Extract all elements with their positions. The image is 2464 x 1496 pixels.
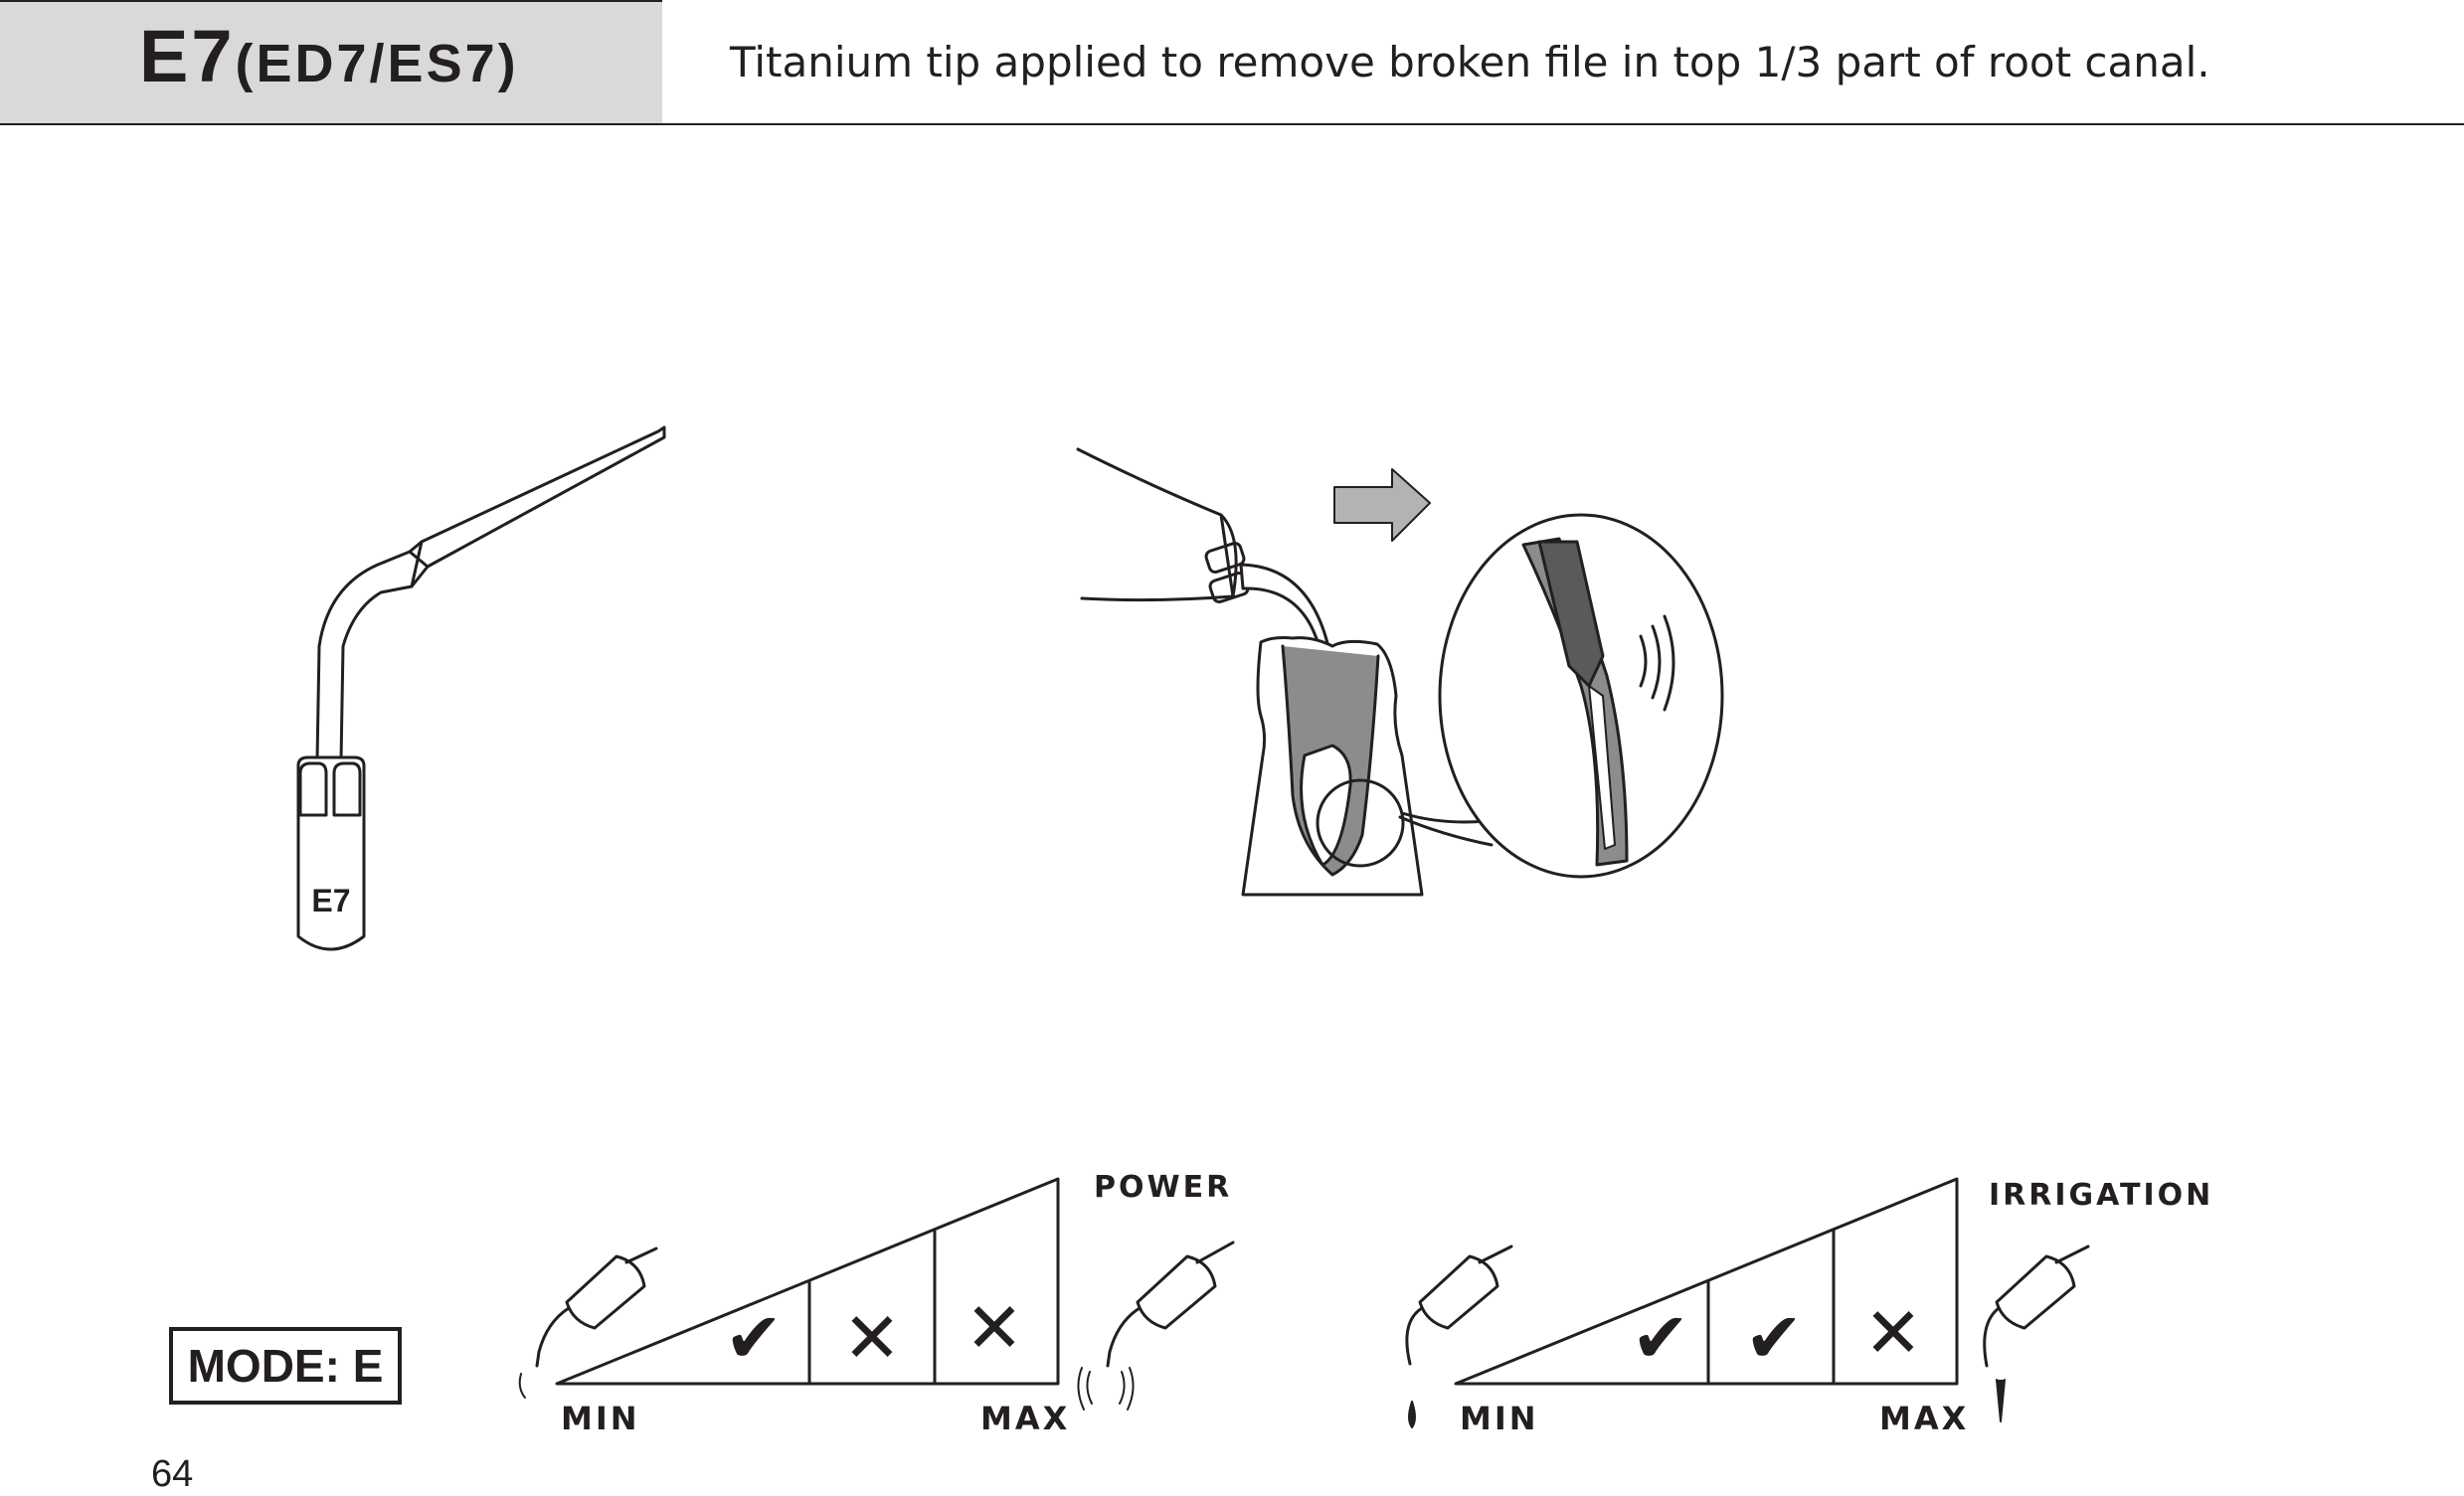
- power-scale: [518, 1177, 1235, 1411]
- tip-description: Titanium tip applied to remove broken fi…: [730, 38, 2210, 86]
- page-number: 64: [151, 1453, 194, 1495]
- handpiece-low-water-icon: [1405, 1245, 1513, 1428]
- power-max-label: MAX: [980, 1400, 1070, 1437]
- handpiece-high-power-icon: [1077, 1241, 1235, 1411]
- tip-code-title: E7(ED7/ES7): [139, 20, 519, 93]
- handpiece-low-power-icon: [518, 1247, 658, 1399]
- irrigation-scale: [1405, 1177, 2090, 1428]
- irrigation-level-3-cross-icon: ✕: [1864, 1292, 1923, 1374]
- power-title: POWER: [1094, 1170, 1232, 1205]
- magnified-canal-detail: [1438, 513, 1724, 879]
- irrigation-level-1-check-icon: ✔: [1632, 1297, 1690, 1379]
- power-level-marks: ✔ ✕ ✕: [725, 1287, 1024, 1379]
- header-title-box: [0, 0, 662, 123]
- irrigation-title: IRRIGATION: [1989, 1178, 2213, 1213]
- irrigation-max-label: MAX: [1879, 1400, 1969, 1437]
- power-level-3-cross-icon: ✕: [966, 1287, 1024, 1369]
- power-min-label: MIN: [561, 1400, 640, 1437]
- arrow-right-icon: [1333, 468, 1431, 542]
- irrigation-level-marks: ✔ ✔ ✕: [1632, 1292, 1923, 1379]
- power-level-2-cross-icon: ✕: [843, 1297, 902, 1379]
- tip-drawing: E7: [296, 425, 666, 951]
- handpiece-tooth-drawing: [1076, 447, 1494, 897]
- header-rule: [0, 123, 2464, 125]
- power-level-1-check-icon: ✔: [725, 1297, 784, 1379]
- tip-code: E7: [139, 15, 236, 97]
- tip-variants: (ED7/ES7): [235, 34, 519, 93]
- handpiece-high-water-icon: [1983, 1245, 2090, 1422]
- irrigation-min-label: MIN: [1460, 1400, 1539, 1437]
- irrigation-level-2-check-icon: ✔: [1745, 1297, 1804, 1379]
- tip-code-engraving: E7: [311, 883, 350, 918]
- mode-badge: MODE: E: [169, 1327, 402, 1405]
